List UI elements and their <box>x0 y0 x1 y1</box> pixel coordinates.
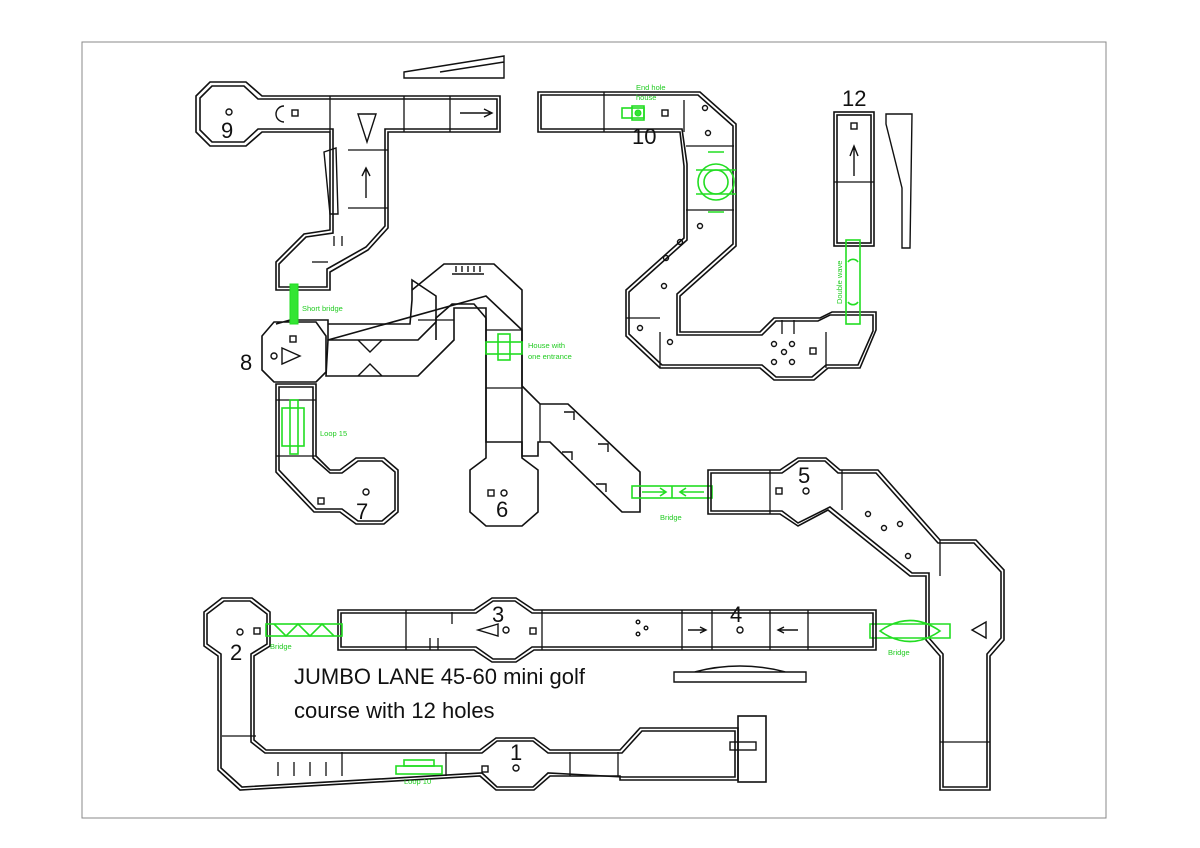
ramp-side-view-icon <box>885 113 913 249</box>
tee-marker-icon <box>809 347 817 355</box>
tee-marker-icon <box>317 497 325 505</box>
cup-icon <box>500 489 508 497</box>
loop-obstacle-hole-10 <box>696 151 736 213</box>
cup-icon <box>512 764 520 772</box>
tee-marker-icon <box>529 627 537 635</box>
bridge-4-5-label: Bridge <box>888 648 910 657</box>
tee-marker-icon <box>661 109 669 117</box>
bridge-2-3-label: Bridge <box>270 642 292 651</box>
hole-number-7: 7 <box>356 499 368 524</box>
bridge-hole-6-5 <box>631 485 713 499</box>
course-title-line-1: JUMBO LANE 45-60 mini golf <box>294 664 586 689</box>
hole-number-3: 3 <box>492 602 504 627</box>
lane-hole-12 <box>833 111 913 249</box>
lane-hole-9 <box>195 55 505 291</box>
cup-icon <box>736 626 744 634</box>
cup-icon <box>270 352 278 360</box>
tee-marker-icon <box>253 627 261 635</box>
tee-marker-icon <box>289 335 297 343</box>
loop-15-obstacle <box>281 399 305 455</box>
tee-marker-icon <box>850 122 858 130</box>
ramp-side-view-2-icon <box>323 147 339 215</box>
cup-icon <box>236 628 244 636</box>
loop-10-obstacle <box>395 759 443 775</box>
bridge-hole-2-3 <box>265 622 343 638</box>
cup-icon <box>225 108 233 116</box>
arrow-left-icon <box>776 626 798 634</box>
cup-icon <box>362 488 370 496</box>
hole-number-4: 4 <box>730 602 742 627</box>
lane-hole-10 <box>537 91 877 381</box>
double-wave-obstacle <box>845 239 861 325</box>
arrow-up-icon <box>849 144 859 176</box>
house-entrance-icon <box>452 266 484 275</box>
hole-number-5: 5 <box>798 463 810 488</box>
house-end-icon <box>737 715 767 783</box>
ramp-side-view-icon <box>403 55 505 79</box>
hole-number-10: 10 <box>632 124 656 149</box>
tee-marker-icon <box>775 487 783 495</box>
hole-number-12: 12 <box>842 86 866 111</box>
curve-obstacle-icon <box>275 105 285 123</box>
hole-number-2: 2 <box>230 640 242 665</box>
bridge-6-5-label: Bridge <box>660 513 682 522</box>
narrowing-obstacle-icon <box>357 339 383 377</box>
house-one-entrance-label: House with <box>528 341 565 350</box>
short-bridge-label: Short bridge <box>302 304 343 313</box>
hole-number-8: 8 <box>240 350 252 375</box>
arrow-right-icon <box>460 108 494 118</box>
end-hole-house-label-2: house <box>636 93 656 102</box>
wedge-icon <box>357 113 377 145</box>
wedge-left-icon <box>970 620 987 640</box>
end-hole-house-label: End hole <box>636 83 666 92</box>
hole-number-9: 9 <box>221 118 233 143</box>
drawing-frame <box>81 41 1107 819</box>
tee-marker-icon <box>291 109 299 117</box>
bridge-hole-4-5 <box>869 619 951 643</box>
tee-marker-icon <box>487 489 495 497</box>
hole-number-6: 6 <box>496 497 508 522</box>
short-bridge <box>289 283 299 325</box>
arrow-up-icon <box>361 166 371 198</box>
house-one-entrance-label-2: one entrance <box>528 352 572 361</box>
lane-holes-1-2 <box>203 597 767 791</box>
lane-holes-3-4 <box>337 597 877 663</box>
cup-icon <box>502 626 510 634</box>
course-title-line-2: course with 12 holes <box>294 698 495 723</box>
loop-15-label: Loop 15 <box>320 429 347 438</box>
wedge-right-icon <box>281 346 302 366</box>
lane-hole-6 <box>411 263 641 513</box>
cup-icon <box>802 487 810 495</box>
ramp-side-view-3-icon <box>673 665 807 683</box>
wedge-left-icon <box>475 623 499 637</box>
end-hole-house <box>621 105 645 121</box>
lane-hole-8-7 <box>261 278 539 527</box>
tee-marker-icon <box>481 765 489 773</box>
double-wave-label: Double wave <box>835 261 844 304</box>
arrow-right-icon <box>688 626 708 634</box>
hole-number-1: 1 <box>510 740 522 765</box>
lane-hole-5 <box>707 457 1005 791</box>
loop-10-label: Loop 10 <box>404 777 431 786</box>
house-one-entrance <box>485 333 523 361</box>
